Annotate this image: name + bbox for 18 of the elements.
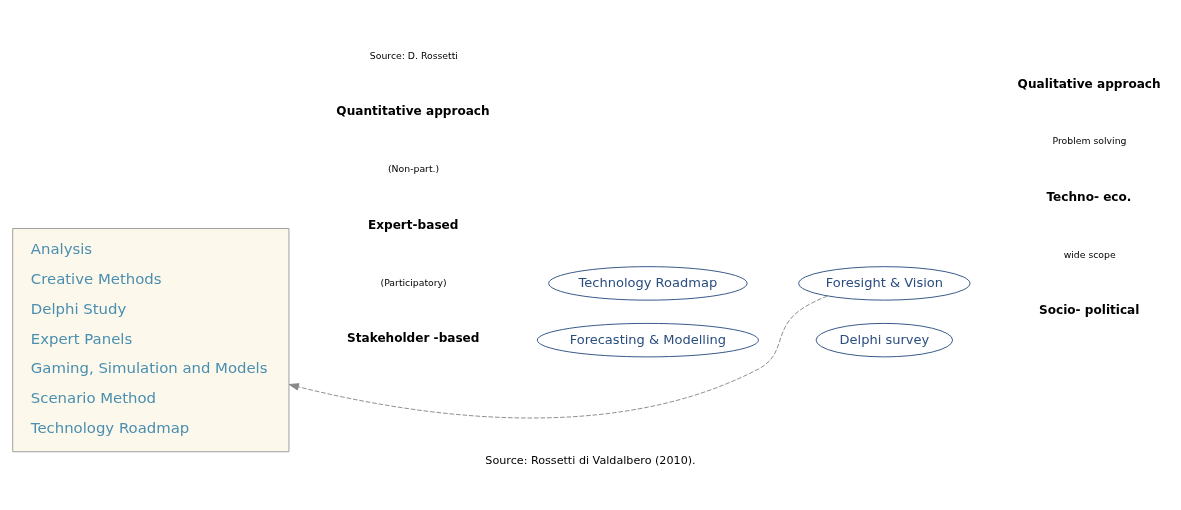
node-ellipse: Forecasting & Modelling: [536, 322, 759, 357]
label: (Participatory): [380, 276, 447, 288]
label: Stakeholder -based: [347, 330, 480, 345]
label: Problem solving: [1052, 134, 1127, 146]
label: Qualitative approach: [1017, 76, 1161, 91]
node-box: Analysis Creative Methods Delphi Study Expert Panels Gaming, Simulation and Models Scenario Method Technology Roadmap: [12, 227, 290, 452]
label: Socio- political: [1039, 302, 1140, 317]
label: (Non-part.): [387, 162, 440, 174]
label: Quantitative approach: [336, 103, 490, 118]
label: Source: D. Rossetti: [369, 49, 458, 61]
node-ellipse: Foresight & Vision: [798, 265, 971, 301]
arrow: [288, 295, 828, 418]
label: wide scope: [1063, 248, 1116, 260]
label: Techno- eco.: [1046, 189, 1132, 204]
node-ellipse: Delphi survey: [815, 322, 954, 357]
label: Expert-based: [368, 217, 459, 232]
node-ellipse: Technology Roadmap: [548, 265, 748, 301]
caption: Source: Rossetti di Valdalbero (2010).: [485, 453, 696, 467]
